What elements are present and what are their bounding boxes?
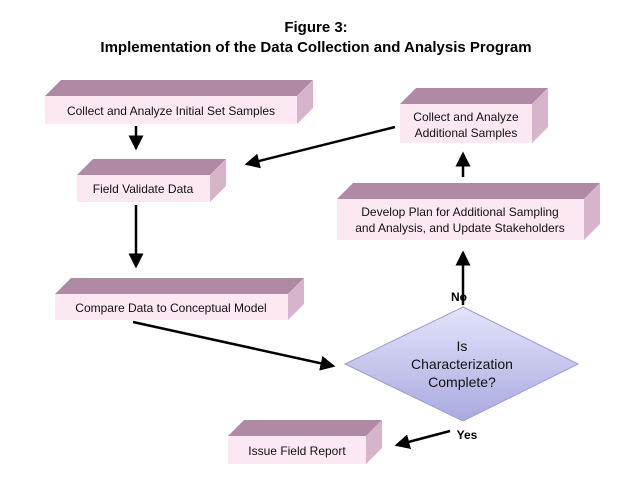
box-issue-report: Issue Field Report [228, 420, 382, 464]
arrow-compare-to-decision [132, 320, 336, 371]
arrow-additional-to-validate [244, 125, 396, 169]
branch-label-yes: Yes [457, 428, 478, 442]
box-develop-plan: Develop Plan for Additional Sampling and… [337, 183, 600, 240]
decision-line2: Characterization [411, 356, 513, 372]
box-field-validate: Field Validate Data [77, 159, 226, 202]
box-field-validate-label: Field Validate Data [93, 182, 194, 196]
box-collect-initial: Collect and Analyze Initial Set Samples [45, 80, 313, 124]
arrow-decision-to-report [394, 429, 451, 450]
box-compare-data: Compare Data to Conceptual Model [55, 278, 304, 320]
box-collect-initial-label: Collect and Analyze Initial Set Samples [67, 104, 275, 118]
box-issue-report-label: Issue Field Report [248, 444, 346, 458]
figure-number: Figure 3: [284, 19, 348, 36]
decision-line3: Complete? [428, 374, 496, 390]
decision-line1: Is [457, 338, 468, 354]
box-collect-additional-line2: Additional Samples [415, 126, 518, 140]
box-develop-plan-line2: and Analysis, and Update Stakeholders [355, 221, 564, 235]
figure-title: Implementation of the Data Collection an… [100, 39, 532, 56]
box-collect-additional: Collect and Analyze Additional Samples [400, 88, 548, 143]
box-develop-plan-line1: Develop Plan for Additional Sampling [361, 205, 558, 219]
branch-label-no: No [451, 290, 467, 304]
decision-diamond: Is Characterization Complete? [343, 306, 580, 422]
box-compare-data-label: Compare Data to Conceptual Model [75, 301, 266, 315]
box-collect-additional-line1: Collect and Analyze [413, 110, 519, 124]
